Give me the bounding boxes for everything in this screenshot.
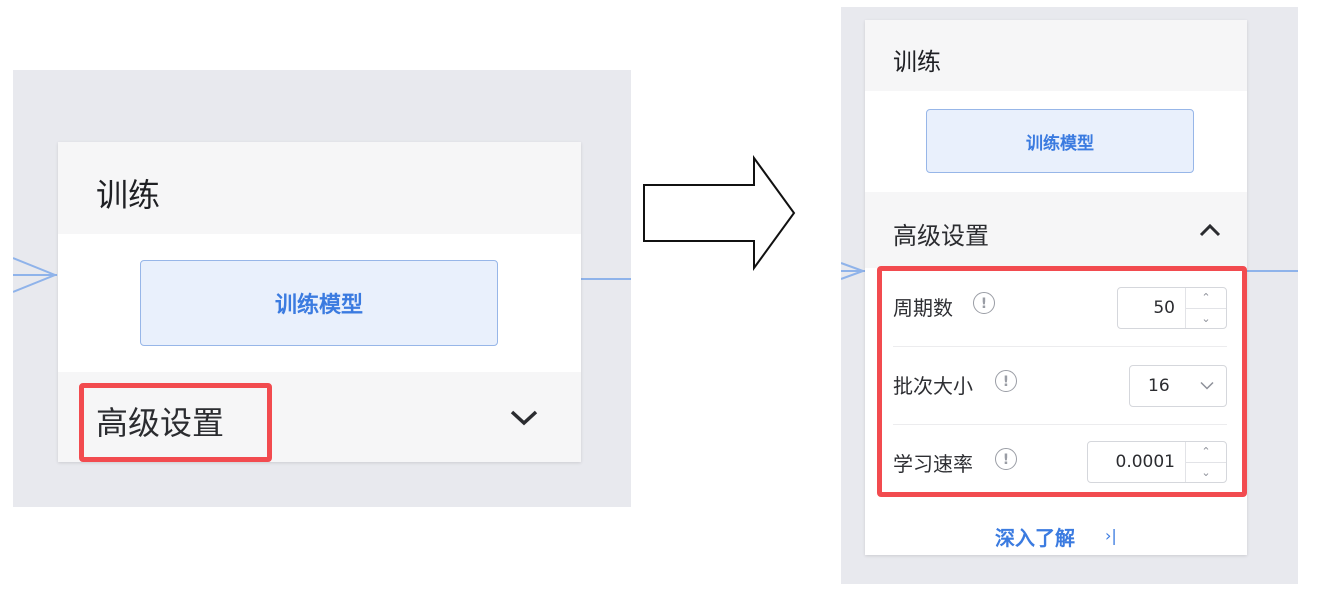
incoming-edge-arrow-icon — [841, 262, 866, 280]
edge-line-out — [581, 278, 631, 280]
info-icon[interactable]: ! — [995, 370, 1017, 392]
card-title: 训练 — [96, 176, 161, 214]
learn-more-link[interactable]: 深入了解 — [995, 526, 1075, 550]
param-row-epochs: 周期数 ! 50 ⌃ ⌄ — [893, 268, 1227, 347]
card-title-bar: 训练 — [865, 20, 1247, 91]
stepper-value[interactable]: 0.0001 — [1115, 452, 1175, 472]
param-label: 周期数 — [893, 296, 953, 320]
info-icon[interactable]: ! — [995, 448, 1017, 470]
info-icon[interactable]: ! — [973, 292, 995, 314]
chevron-down-icon — [1200, 381, 1214, 390]
increment-icon[interactable]: ⌃ — [1186, 288, 1226, 309]
train-model-button[interactable]: 训练模型 — [140, 260, 498, 346]
arrow-right-outline-icon — [643, 155, 796, 271]
advanced-settings-highlight — [79, 383, 272, 462]
edge-line-out — [1247, 270, 1298, 272]
param-row-batch-size: 批次大小 ! 16 — [893, 346, 1227, 425]
advanced-settings-label: 高级设置 — [96, 404, 225, 442]
increment-icon[interactable]: ⌃ — [1186, 442, 1226, 463]
chevron-right-bar-icon[interactable]: ›| — [1105, 526, 1117, 545]
decrement-icon[interactable]: ⌄ — [1201, 465, 1211, 479]
right-canvas: 训练 训练模型 高级设置 周期数 ! 50 ⌃ ⌄ — [841, 7, 1298, 584]
stepper-value[interactable]: 50 — [1153, 298, 1175, 318]
batch-size-select[interactable]: 16 — [1129, 365, 1227, 407]
chevron-up-icon[interactable] — [1198, 222, 1222, 238]
param-row-learning-rate: 学习速率 ! 0.0001 ⌃ ⌄ — [893, 424, 1227, 502]
card-title-bar: 训练 — [58, 142, 581, 234]
card-title: 训练 — [893, 48, 941, 76]
train-node-card[interactable]: 训练 训练模型 高级设置 周期数 ! 50 ⌃ ⌄ — [865, 20, 1247, 555]
params-section: 周期数 ! 50 ⌃ ⌄ 批次大小 ! 16 — [893, 268, 1227, 502]
advanced-settings-header[interactable]: 高级设置 — [865, 192, 1247, 268]
train-model-button[interactable]: 训练模型 — [926, 109, 1194, 173]
stepper-buttons: ⌃ ⌄ — [1185, 442, 1226, 482]
incoming-edge-arrow-icon — [13, 257, 58, 293]
epochs-stepper[interactable]: 50 ⌃ ⌄ — [1117, 287, 1227, 329]
param-label: 学习速率 — [893, 452, 973, 476]
learning-rate-stepper[interactable]: 0.0001 ⌃ ⌄ — [1087, 441, 1227, 483]
advanced-settings-label: 高级设置 — [893, 222, 989, 250]
select-value: 16 — [1148, 376, 1170, 396]
decrement-icon[interactable]: ⌄ — [1201, 311, 1211, 325]
stepper-buttons: ⌃ ⌄ — [1185, 288, 1226, 328]
chevron-down-icon[interactable] — [508, 408, 540, 428]
params-highlight — [877, 266, 1247, 497]
param-label: 批次大小 — [893, 374, 973, 398]
